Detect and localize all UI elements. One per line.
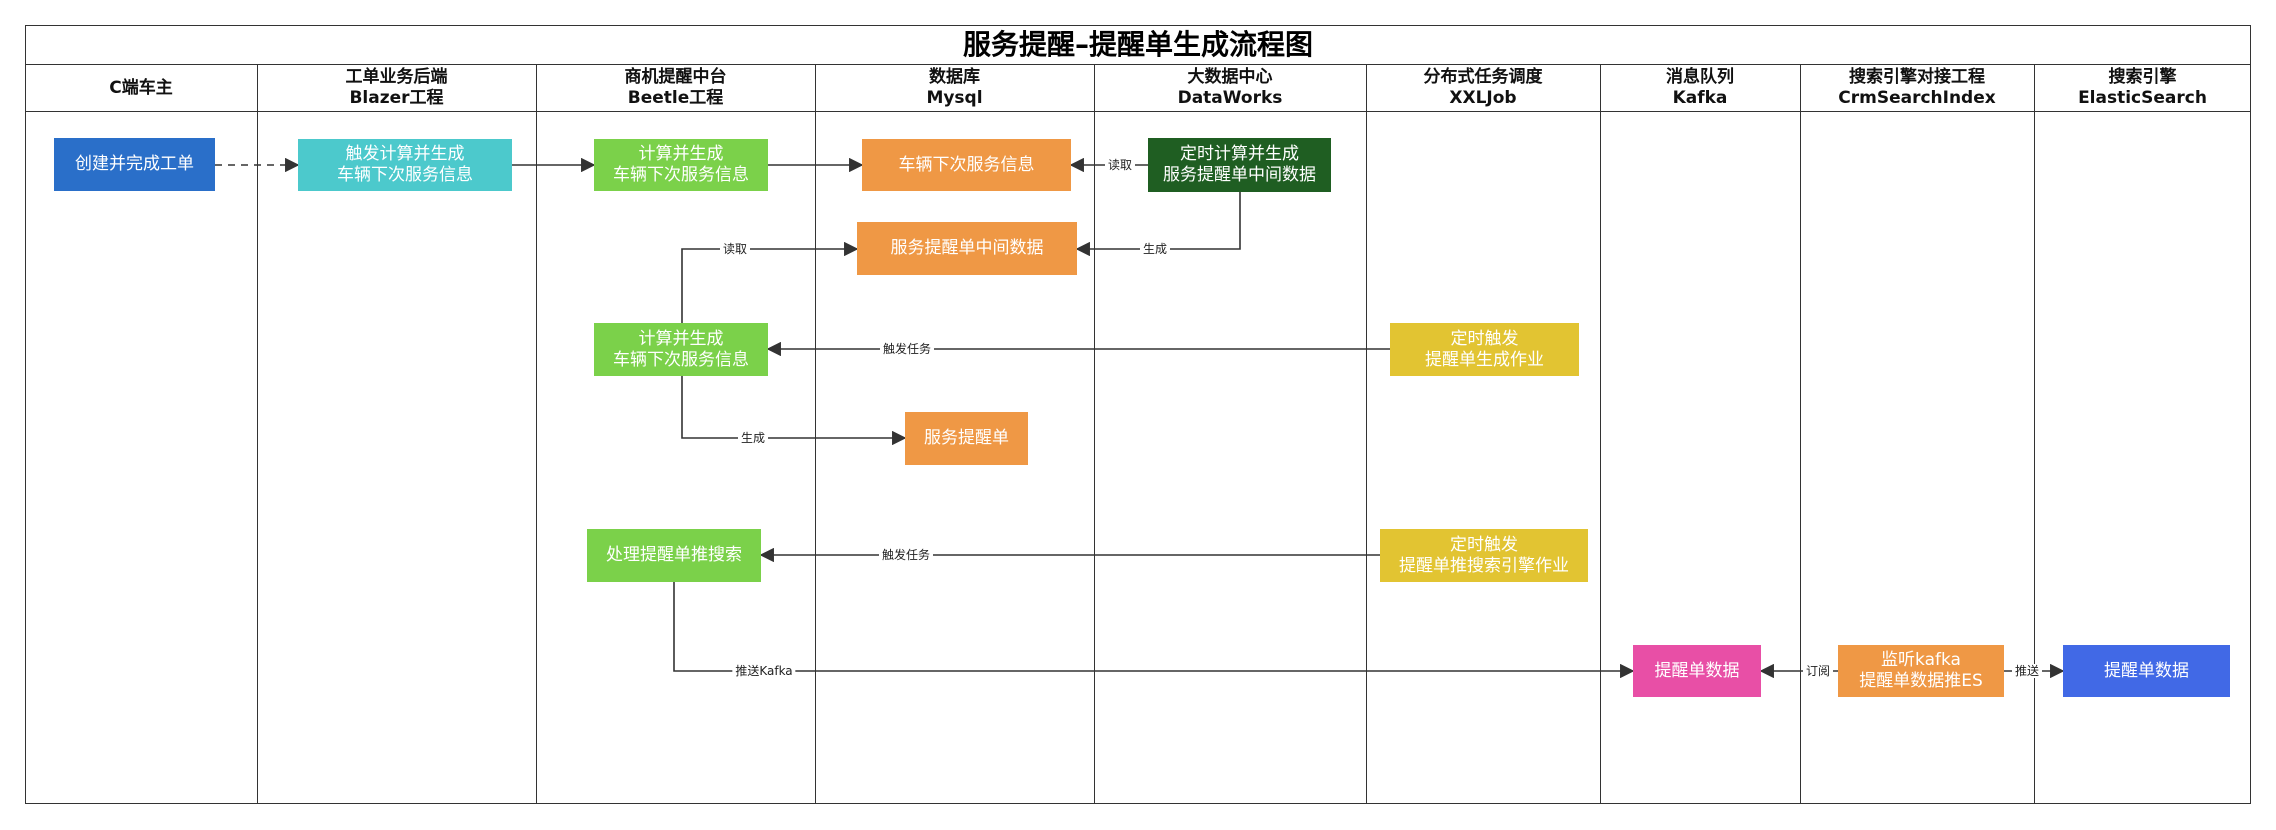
lane-subtitle: Kafka <box>1672 88 1728 108</box>
edge-label-push: 推送 <box>2011 664 2043 678</box>
edge-label-trigger-task: 触发任务 <box>879 342 935 356</box>
node-label: 提醒单数据 <box>2104 660 2189 681</box>
node-beetle-calc-1[interactable]: 计算并生成 车辆下次服务信息 <box>594 139 768 191</box>
node-label-line2: 服务提醒单中间数据 <box>1163 165 1316 185</box>
node-beetle-push-search[interactable]: 处理提醒单推搜索 <box>587 529 761 582</box>
lane-divider <box>1600 65 1601 804</box>
node-label: 计算并生成 <box>638 144 724 164</box>
node-label-line2: 提醒单生成作业 <box>1425 349 1544 370</box>
node-label: 定时触发 <box>1450 534 1518 555</box>
node-label: 服务提醒单中间数据 <box>890 238 1044 258</box>
lane-divider <box>257 65 258 804</box>
node-label-line2: 车辆下次服务信息 <box>613 349 749 370</box>
node-es-reminder-data[interactable]: 提醒单数据 <box>2063 645 2230 697</box>
node-label: 计算并生成 <box>638 328 724 349</box>
node-label-line2: 提醒单推搜索引擎作业 <box>1399 555 1569 576</box>
lane-header-mysql: 数据库 Mysql <box>815 65 1094 112</box>
edge-label-generate: 生成 <box>1139 242 1171 256</box>
node-kafka-reminder-data[interactable]: 提醒单数据 <box>1633 645 1761 697</box>
lane-title: C端车主 <box>109 77 173 98</box>
edge-label-subscribe: 订阅 <box>1802 664 1834 678</box>
node-trigger-calc[interactable]: 触发计算并生成 车辆下次服务信息 <box>298 139 512 191</box>
lane-title: 分布式任务调度 <box>1423 67 1543 87</box>
lane-title: 商机提醒中台 <box>624 67 727 87</box>
lane-title: 搜索引擎 <box>2108 67 2177 87</box>
node-create-order[interactable]: 创建并完成工单 <box>54 138 215 191</box>
node-label: 创建并完成工单 <box>75 154 194 174</box>
diagram-title: 服务提醒–提醒单生成流程图 <box>25 25 2251 65</box>
node-mysql-vehicle-info[interactable]: 车辆下次服务信息 <box>862 139 1071 191</box>
node-label: 定时计算并生成 <box>1180 144 1299 164</box>
lane-subtitle: Blazer工程 <box>349 88 444 108</box>
lane-subtitle: Beetle工程 <box>627 88 724 108</box>
node-label-line2: 车辆下次服务信息 <box>337 165 473 185</box>
lane-divider <box>1094 65 1095 804</box>
node-label-line2: 提醒单数据推ES <box>1859 671 1983 691</box>
lane-divider <box>2034 65 2035 804</box>
lane-title: 工单业务后端 <box>345 67 448 87</box>
edge-label-generate: 生成 <box>737 431 769 445</box>
node-label: 车辆下次服务信息 <box>898 154 1035 175</box>
node-label: 定时触发 <box>1450 328 1519 349</box>
lane-header-kafka: 消息队列 Kafka <box>1600 65 1800 112</box>
node-label: 处理提醒单推搜索 <box>606 545 742 565</box>
node-label: 监听kafka <box>1881 650 1961 670</box>
lane-title: 搜索引擎对接工程 <box>1849 67 1985 87</box>
lane-header-beetle: 商机提醒中台 Beetle工程 <box>536 65 815 112</box>
edge-push-kafka <box>673 582 1635 679</box>
edge-dw-generate-intermediate <box>1075 192 1241 257</box>
edge-beetle-read-intermediate <box>681 241 859 323</box>
lane-divider <box>1366 65 1367 804</box>
lane-header-crmsearchindex: 搜索引擎对接工程 CrmSearchIndex <box>1800 65 2034 112</box>
lane-header-dataworks: 大数据中心 DataWorks <box>1094 65 1366 112</box>
lane-subtitle: Mysql <box>926 88 983 108</box>
lane-divider <box>815 65 816 804</box>
node-label: 服务提醒单 <box>924 428 1009 448</box>
lane-header-c-owner: C端车主 <box>25 65 257 112</box>
node-label-line2: 车辆下次服务信息 <box>613 165 749 185</box>
node-label: 触发计算并生成 <box>345 144 465 164</box>
edge-label-trigger-task: 触发任务 <box>878 548 934 562</box>
lane-header-elasticsearch: 搜索引擎 ElasticSearch <box>2034 65 2251 112</box>
lane-divider <box>1800 65 1801 804</box>
lane-title: 消息队列 <box>1666 67 1734 87</box>
lane-subtitle: DataWorks <box>1177 88 1283 108</box>
node-mysql-intermediate[interactable]: 服务提醒单中间数据 <box>857 222 1077 275</box>
lane-title: 数据库 <box>929 67 980 87</box>
node-xxl-trigger-gen[interactable]: 定时触发 提醒单生成作业 <box>1390 323 1579 376</box>
edge-label-push-kafka: 推送Kafka <box>732 664 796 678</box>
edge-beetle-generate-reminder <box>681 376 907 446</box>
lane-subtitle: CrmSearchIndex <box>1838 88 1996 108</box>
lane-divider <box>536 65 537 804</box>
lane-title: 大数据中心 <box>1187 67 1273 87</box>
edge-label-read: 读取 <box>1104 158 1136 172</box>
node-xxl-trigger-push[interactable]: 定时触发 提醒单推搜索引擎作业 <box>1380 529 1588 582</box>
lane-header-blazer: 工单业务后端 Blazer工程 <box>257 65 536 112</box>
node-mysql-reminder[interactable]: 服务提醒单 <box>905 412 1028 465</box>
edge-label-read: 读取 <box>719 242 751 256</box>
node-dw-schedule-calc[interactable]: 定时计算并生成 服务提醒单中间数据 <box>1148 138 1331 192</box>
diagram-frame <box>25 25 2251 804</box>
node-label: 提醒单数据 <box>1654 660 1740 681</box>
node-beetle-calc-2[interactable]: 计算并生成 车辆下次服务信息 <box>594 323 768 376</box>
lane-subtitle: ElasticSearch <box>2078 88 2207 108</box>
lane-subtitle: XXLJob <box>1449 88 1517 108</box>
lane-header-xxljob: 分布式任务调度 XXLJob <box>1366 65 1600 112</box>
node-crm-listen[interactable]: 监听kafka 提醒单数据推ES <box>1838 645 2004 697</box>
